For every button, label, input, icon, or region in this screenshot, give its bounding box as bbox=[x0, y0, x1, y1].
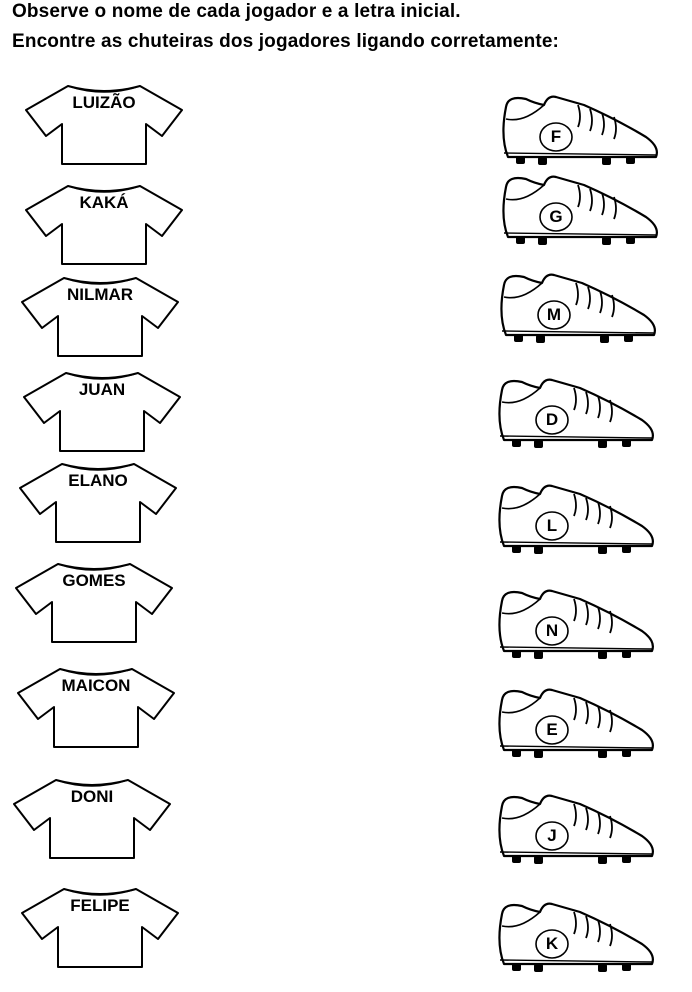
player-name: NILMAR bbox=[66, 285, 134, 304]
player-name: KAKÁ bbox=[79, 193, 129, 212]
soccer-cleat-icon bbox=[498, 589, 654, 659]
t-shirt-icon bbox=[17, 668, 175, 748]
player-shirt[interactable]: NILMAR bbox=[20, 272, 180, 360]
boot[interactable]: N bbox=[494, 585, 658, 669]
player-shirt[interactable]: LUIZÃO bbox=[24, 80, 184, 168]
instruction-line-2: Encontre as chuteiras dos jogadores liga… bbox=[12, 31, 560, 52]
player-name: ELANO bbox=[68, 471, 128, 490]
soccer-cleat-icon bbox=[502, 175, 658, 245]
player-name: MAICON bbox=[61, 676, 131, 695]
soccer-cleat-icon bbox=[498, 902, 654, 972]
boot[interactable]: G bbox=[498, 171, 662, 255]
player-shirt[interactable]: FELIPE bbox=[20, 883, 180, 971]
soccer-cleat-icon bbox=[498, 378, 654, 448]
boot-letter: L bbox=[546, 516, 558, 535]
boot[interactable]: L bbox=[494, 480, 658, 564]
boot[interactable]: D bbox=[494, 374, 658, 458]
boot-letter: M bbox=[546, 305, 562, 324]
soccer-cleat-icon bbox=[500, 273, 656, 343]
player-shirt[interactable]: MAICON bbox=[16, 663, 176, 751]
boot-letter: G bbox=[549, 207, 563, 226]
boot-letter: D bbox=[545, 410, 559, 429]
player-shirt[interactable]: DONI bbox=[12, 774, 172, 862]
boot[interactable]: E bbox=[494, 684, 658, 768]
soccer-cleat-icon bbox=[498, 484, 654, 554]
t-shirt-icon bbox=[21, 277, 179, 357]
t-shirt-icon bbox=[19, 463, 177, 543]
soccer-cleat-icon bbox=[502, 95, 658, 165]
t-shirt-icon bbox=[15, 563, 173, 643]
player-shirt[interactable]: KAKÁ bbox=[24, 180, 184, 268]
player-shirt[interactable]: GOMES bbox=[14, 558, 174, 646]
player-name: GOMES bbox=[62, 571, 126, 590]
boot-letter: J bbox=[547, 826, 557, 845]
player-name: DONI bbox=[70, 787, 114, 806]
player-shirt[interactable]: JUAN bbox=[22, 367, 182, 455]
boot-letter: E bbox=[546, 720, 558, 739]
soccer-cleat-icon bbox=[498, 688, 654, 758]
soccer-cleat-icon bbox=[498, 794, 654, 864]
boot[interactable]: K bbox=[494, 898, 658, 982]
boot-letter: N bbox=[545, 621, 559, 640]
player-shirt[interactable]: ELANO bbox=[18, 458, 178, 546]
t-shirt-icon bbox=[23, 372, 181, 452]
t-shirt-icon bbox=[21, 888, 179, 968]
boot-letter: K bbox=[545, 934, 559, 953]
player-name: JUAN bbox=[78, 380, 126, 399]
t-shirt-icon bbox=[13, 779, 171, 859]
boot-letter: F bbox=[550, 127, 562, 146]
t-shirt-icon bbox=[25, 85, 183, 165]
t-shirt-icon bbox=[25, 185, 183, 265]
player-name: LUIZÃO bbox=[72, 93, 136, 112]
instruction-line-1: Observe o nome de cada jogador e a letra… bbox=[12, 1, 461, 22]
boot[interactable]: M bbox=[496, 269, 660, 353]
boot[interactable]: J bbox=[494, 790, 658, 874]
player-name: FELIPE bbox=[70, 896, 130, 915]
boot[interactable]: F bbox=[498, 91, 662, 175]
